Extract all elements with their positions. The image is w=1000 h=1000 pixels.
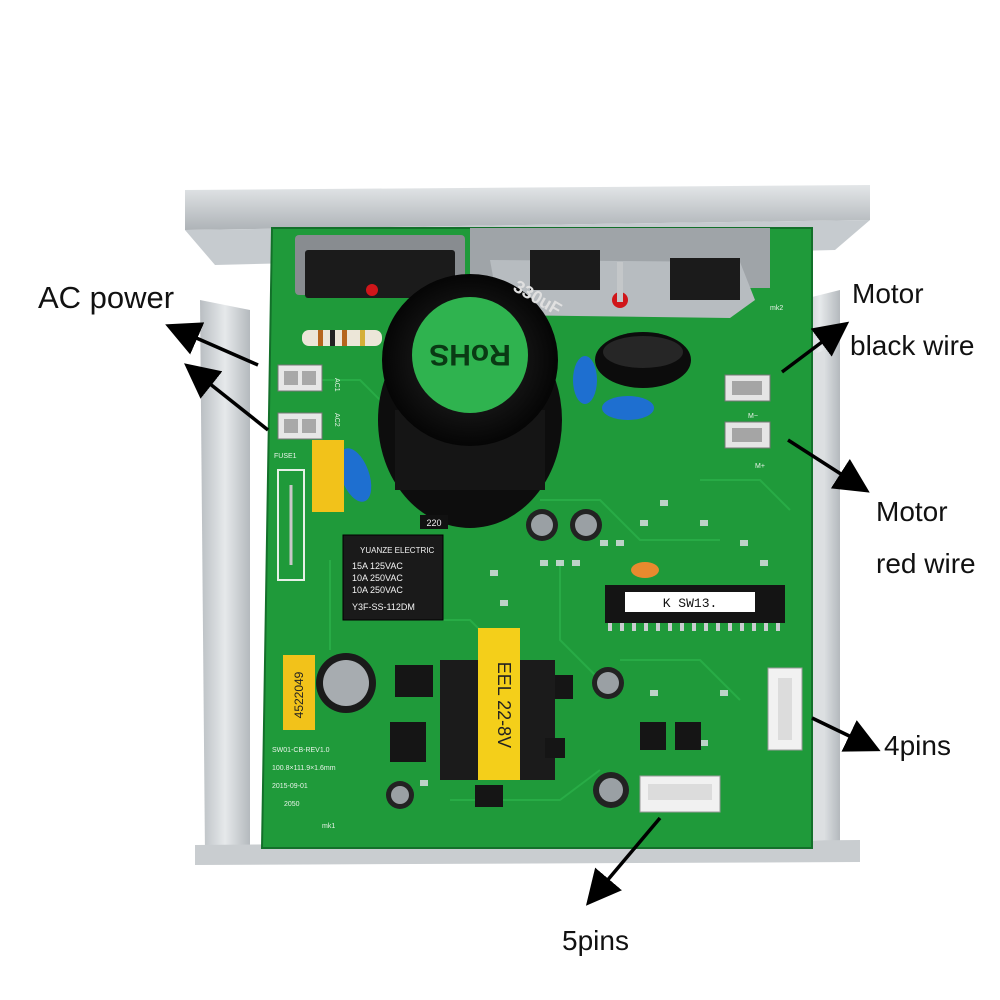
transformer-label: EEL 22-8V — [494, 662, 514, 748]
arrow-4pins — [811, 716, 881, 752]
arrow-5pins — [585, 816, 662, 906]
yellow-x-capacitor — [312, 440, 344, 512]
yellow-film-capacitor: 4522049 — [283, 655, 315, 730]
relay-brand: YUANZE ELECTRIC — [360, 546, 434, 555]
rohs-text: RoHS — [429, 338, 511, 371]
five-pin-connector — [639, 775, 721, 813]
m-plus-silkscreen: M+ — [755, 463, 765, 470]
four-pin-connector — [767, 667, 803, 751]
motor-red-label-line1: Motor — [876, 496, 948, 527]
relay-rating-1: 15A 125VAC — [352, 561, 403, 571]
relay-rating-2: 10A 250VAC — [352, 573, 403, 583]
ac2-silkscreen: AC2 — [333, 413, 340, 427]
mk2-text: mk2 — [770, 305, 783, 312]
relay-model: Y3F-SS-112DM — [352, 602, 415, 612]
motor-terminal-plus: M+ — [724, 421, 771, 470]
relay-rating-3: 10A 250VAC — [352, 585, 403, 595]
motor-black-label-line1: Motor — [852, 278, 924, 309]
annotation-arrows — [165, 321, 881, 906]
four-pins-label: 4pins — [884, 730, 951, 761]
arrow-ac2 — [184, 363, 270, 432]
date-text: 2015-09-01 — [272, 783, 308, 790]
fuse-holder: FUSE1 — [274, 453, 305, 581]
small-capacitors — [316, 509, 629, 809]
blue-disc-capacitors — [338, 356, 654, 502]
film-capacitor-label: 4522049 — [292, 671, 306, 718]
motor-black-label-line2: black wire — [850, 330, 975, 361]
ac1-silkscreen: AC1 — [333, 378, 340, 392]
motor-red-label-line2: red wire — [876, 548, 976, 579]
code-text: 2050 — [284, 801, 300, 808]
orange-capacitor — [631, 562, 659, 578]
smd-components — [390, 665, 701, 807]
microcontroller-chip: K SW13. — [605, 585, 785, 631]
five-pins-label: 5pins — [562, 925, 629, 956]
ac-connector-1: AC1 — [277, 364, 340, 392]
m-minus-silkscreen: M− — [748, 413, 758, 420]
relay: YUANZE ELECTRIC 15A 125VAC 10A 250VAC 10… — [342, 534, 444, 621]
power-transistor-bracket — [295, 228, 770, 318]
ac-connector-2: AC2 — [277, 412, 340, 440]
power-resistor — [302, 330, 382, 346]
revision-text: SW01-CB-REV1.0 — [272, 747, 330, 754]
arrow-motor-red — [787, 438, 870, 493]
arrow-ac1 — [165, 322, 259, 367]
resistor-220-text: 220 — [426, 518, 441, 528]
fuse-silkscreen: FUSE1 — [274, 453, 297, 460]
transformer: EEL 22-8V — [440, 628, 555, 780]
main-capacitor: RoHS 330uF — [378, 274, 565, 528]
rohs-sticker — [412, 297, 528, 413]
chip-label: K SW13. — [663, 596, 718, 611]
chip-sticker — [625, 592, 755, 612]
ac-power-label: AC power — [38, 280, 175, 315]
mk1-text: mk1 — [322, 823, 335, 830]
board-silkscreen: SW01-CB-REV1.0 100.8×111.9×1.6mm 2015-09… — [272, 305, 783, 830]
arrow-motor-black — [780, 321, 850, 374]
motor-terminal-minus: M− — [724, 374, 771, 420]
dimensions-text: 100.8×111.9×1.6mm — [272, 765, 336, 772]
black-inductor — [595, 332, 691, 388]
